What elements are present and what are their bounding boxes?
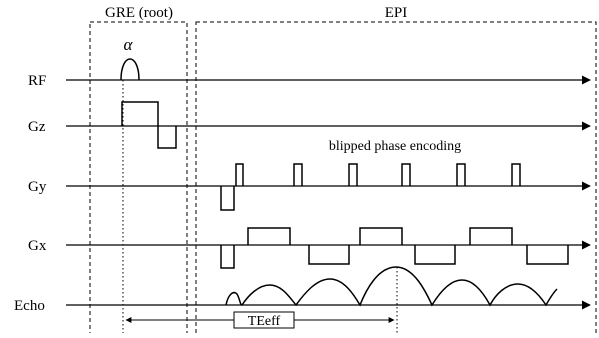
teeff-label-box: [233, 311, 295, 329]
gz-gradient: [121, 101, 177, 149]
epi-section-box: [195, 21, 597, 335]
gy-blip: [401, 163, 411, 186]
rf-label: RF: [28, 73, 46, 89]
gre-section-label: GRE (root): [105, 5, 173, 21]
teeff-label: TEeff: [248, 314, 281, 329]
echo-label: Echo: [14, 298, 45, 314]
gx-readout-lobe: [469, 227, 513, 245]
rf-pulse: [120, 58, 140, 81]
epi-section-label: EPI: [385, 5, 408, 21]
gz-label: Gz: [28, 119, 46, 135]
blipped-phase-label: blipped phase encoding: [329, 139, 461, 154]
gx-readout-lobe: [308, 245, 350, 265]
gx-label: Gx: [28, 238, 47, 254]
gx-readout-lobe: [247, 227, 291, 245]
gy-blip: [348, 163, 358, 186]
flip-angle-symbol: α: [124, 35, 134, 54]
gy-blip: [511, 163, 521, 186]
echo-train-signal: [225, 266, 558, 307]
gx-readout-lobe: [359, 227, 403, 245]
gx-readout-lobe: [526, 245, 569, 265]
gy-blip: [235, 163, 244, 186]
gx-readout-lobe: [414, 245, 456, 265]
gy-blip: [293, 163, 303, 186]
gy-prephaser: [220, 186, 235, 211]
gy-blip: [456, 163, 466, 186]
gy-label: Gy: [28, 179, 47, 195]
gx-prephaser: [220, 245, 235, 269]
